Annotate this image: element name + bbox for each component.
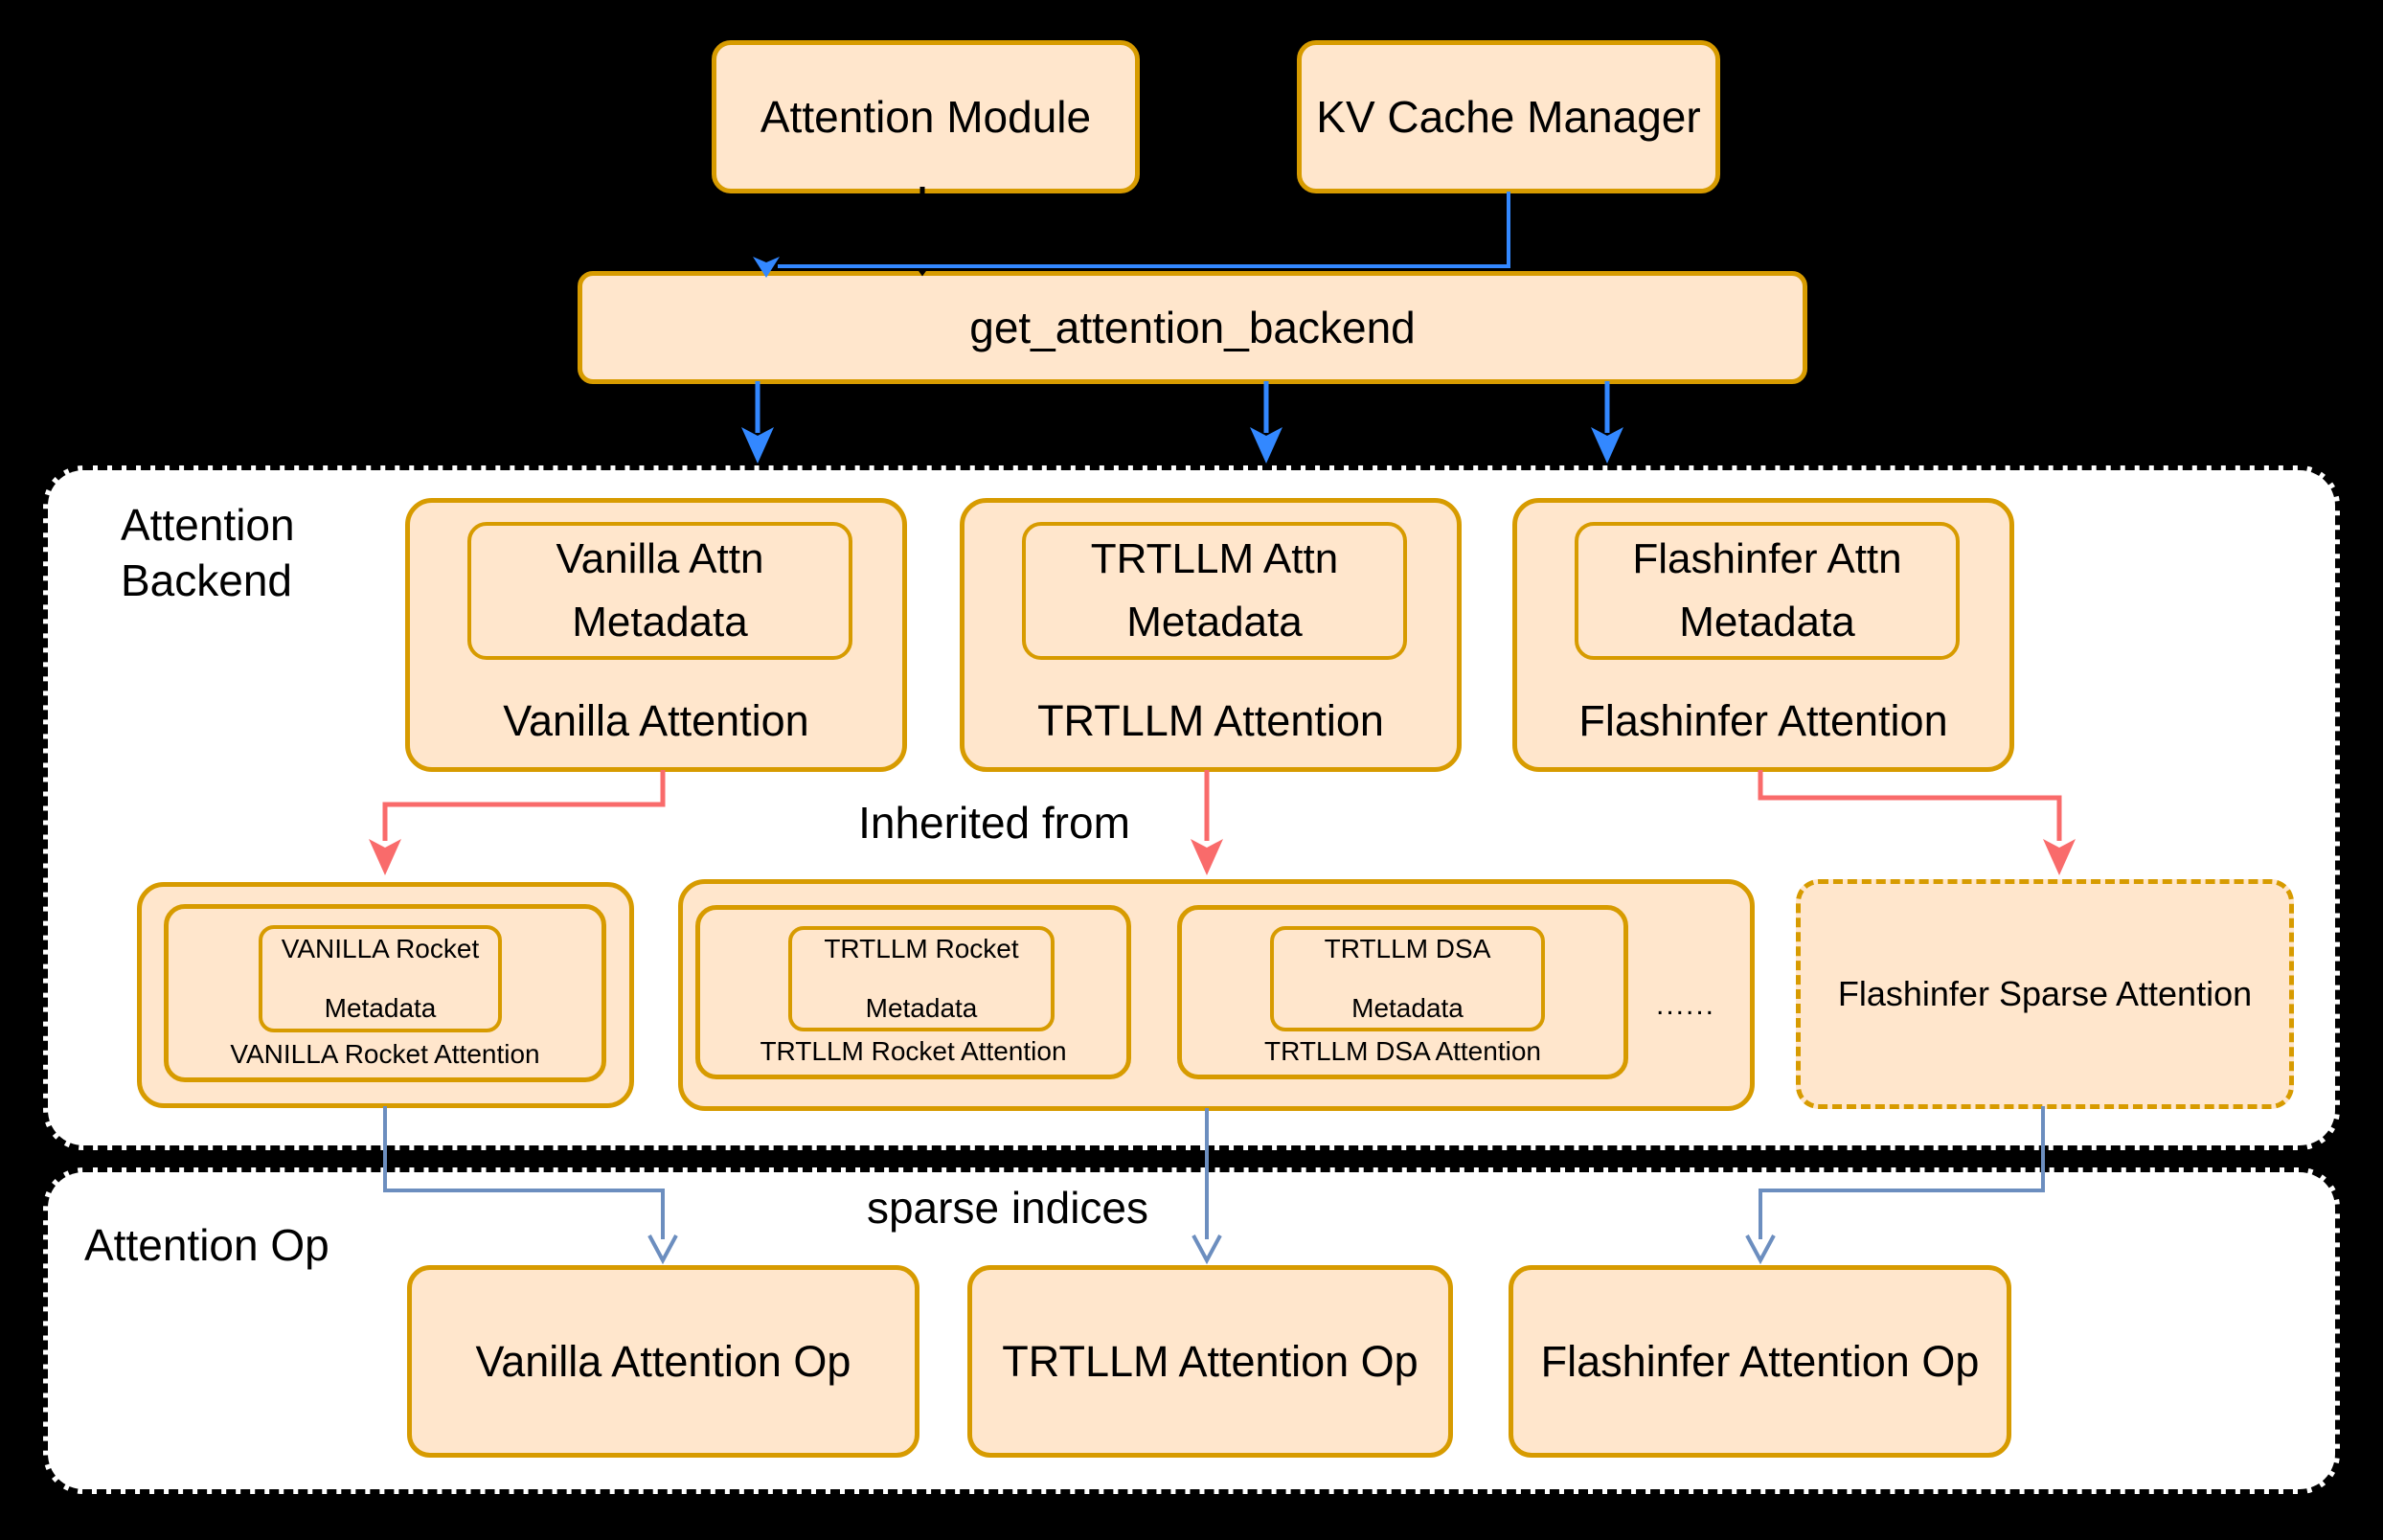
vanilla-rocket-attention-label: VANILLA Rocket Attention	[230, 1039, 540, 1069]
trtllm-dsa-metadata-box: TRTLLM DSA Metadata	[1270, 926, 1545, 1031]
get-attention-backend-box: get_attention_backend	[578, 271, 1807, 384]
trtllm-attention-label: TRTLLM Attention	[1037, 696, 1384, 745]
get-backend-to-backend-section-arrows	[741, 381, 1623, 464]
more-backends-ellipsis: ......	[1655, 989, 1715, 1021]
kv-cache-manager-box: KV Cache Manager	[1297, 40, 1720, 193]
kv-cache-manager-label: KV Cache Manager	[1316, 92, 1701, 142]
get-attention-backend-label: get_attention_backend	[969, 303, 1416, 352]
vanilla-attention-label: Vanilla Attention	[503, 696, 809, 745]
trtllm-dsa-attention-box: TRTLLM DSA Metadata TRTLLM DSA Attention	[1177, 905, 1628, 1079]
attention-module-to-get-backend-arrow	[907, 187, 938, 277]
vanilla-rocket-attention-box: VANILLA Rocket Metadata VANILLA Rocket A…	[164, 904, 606, 1082]
vanilla-rocket-metadata-box: VANILLA Rocket Metadata	[259, 925, 502, 1032]
trtllm-rocket-attention-box: TRTLLM Rocket Metadata TRTLLM Rocket Att…	[695, 905, 1131, 1079]
trtllm-attn-metadata-box: TRTLLM Attn Metadata	[1022, 522, 1407, 660]
flashinfer-attention-op-label: Flashinfer Attention Op	[1540, 1336, 1980, 1386]
vanilla-attention-box: Vanilla Attn Metadata Vanilla Attention	[405, 498, 907, 772]
backend-section-title: Attention Backend	[121, 500, 295, 605]
trtllm-attention-op-box: TRTLLM Attention Op	[967, 1265, 1453, 1458]
op-section-title: Attention Op	[84, 1220, 329, 1270]
flashinfer-attention-op-box: Flashinfer Attention Op	[1509, 1265, 2011, 1458]
vanilla-attention-op-label: Vanilla Attention Op	[475, 1336, 851, 1386]
flashinfer-attention-box: Flashinfer Attn Metadata Flashinfer Atte…	[1512, 498, 2014, 772]
attention-module-label: Attention Module	[760, 92, 1092, 142]
vanilla-attention-op-box: Vanilla Attention Op	[407, 1265, 919, 1458]
flashinfer-sparse-attention-label: Flashinfer Sparse Attention	[1837, 974, 2253, 1013]
trtllm-attention-op-label: TRTLLM Attention Op	[1002, 1336, 1418, 1386]
inherited-from-label: Inherited from	[858, 798, 1130, 848]
vanilla-attn-metadata-box: Vanilla Attn Metadata	[467, 522, 852, 660]
trtllm-dsa-attention-label: TRTLLM DSA Attention	[1264, 1036, 1541, 1066]
sparse-indices-label: sparse indices	[866, 1183, 1149, 1233]
flashinfer-sparse-attention-box: Flashinfer Sparse Attention	[1796, 879, 2294, 1109]
attention-module-box: Attention Module	[712, 40, 1140, 193]
trtllm-rocket-attention-label: TRTLLM Rocket Attention	[760, 1036, 1067, 1066]
flashinfer-attention-label: Flashinfer Attention	[1578, 696, 1948, 745]
trtllm-rocket-metadata-box: TRTLLM Rocket Metadata	[788, 926, 1055, 1031]
trtllm-attention-box: TRTLLM Attn Metadata TRTLLM Attention	[960, 498, 1462, 772]
kv-cache-to-get-backend-arrow	[753, 192, 1510, 278]
flashinfer-attn-metadata-box: Flashinfer Attn Metadata	[1575, 522, 1960, 660]
